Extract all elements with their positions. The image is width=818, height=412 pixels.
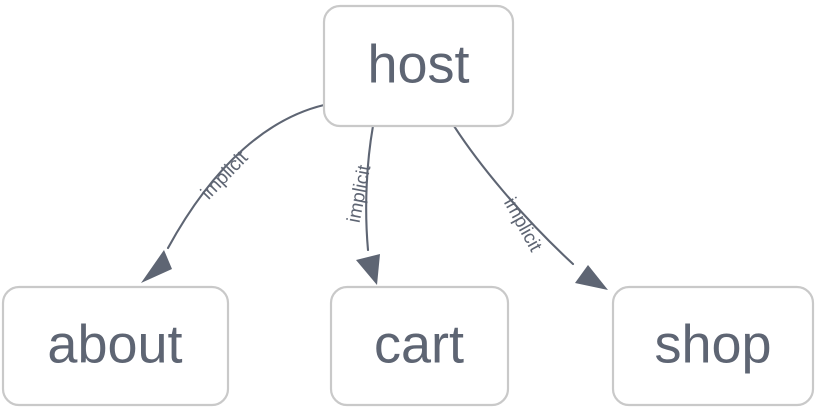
edge-label-host-about: implicit: [197, 147, 253, 204]
node-host-box[interactable]: [322, 4, 515, 128]
edge-path-host-about[interactable]: [166, 103, 326, 250]
edge-path-host-shop[interactable]: [452, 124, 575, 266]
node-cart-box[interactable]: [329, 285, 510, 407]
node-shop[interactable]: shop: [611, 285, 815, 407]
node-shop-box[interactable]: [611, 285, 815, 407]
edge-labels-layer: implicit implicit implicit: [197, 147, 546, 256]
node-cart[interactable]: cart: [329, 285, 510, 407]
arrowhead-shop: [575, 265, 608, 290]
node-about-label: about: [47, 314, 182, 374]
node-about[interactable]: about: [1, 285, 230, 407]
node-host[interactable]: host: [322, 4, 515, 128]
node-about-box[interactable]: [1, 285, 230, 407]
node-host-label: host: [367, 34, 469, 94]
edges-layer: [141, 103, 608, 290]
arrowhead-cart: [356, 254, 380, 285]
edge-path-host-cart[interactable]: [365, 124, 375, 252]
nodes-layer: host about cart shop: [1, 4, 815, 407]
arrowhead-about: [141, 250, 172, 283]
node-shop-label: shop: [654, 314, 771, 374]
edge-host-cart[interactable]: [356, 124, 380, 285]
edge-host-about[interactable]: [141, 103, 326, 283]
edge-host-shop[interactable]: [452, 124, 608, 290]
edge-label-host-cart: implicit: [344, 163, 376, 225]
node-cart-label: cart: [374, 314, 464, 374]
edge-label-host-shop: implicit: [499, 194, 546, 256]
